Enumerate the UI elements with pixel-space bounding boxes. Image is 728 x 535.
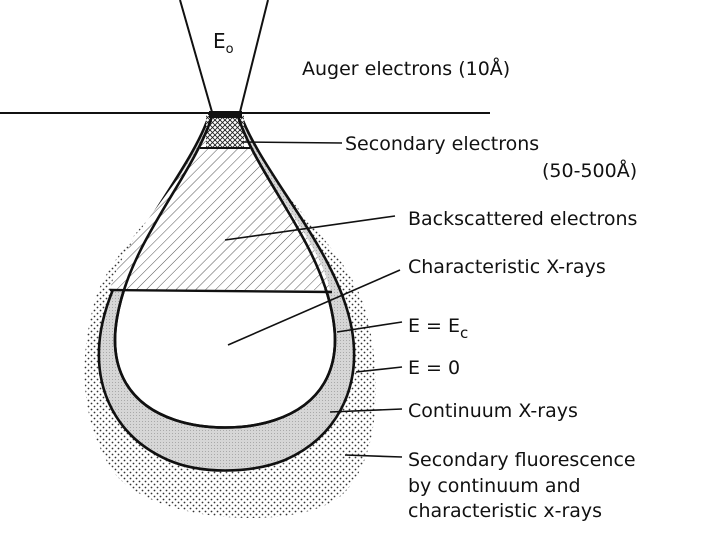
leader-backscattered-electrons [224, 215, 396, 241]
leader-secondary-fluorescence [344, 454, 403, 458]
beam-edge-left [179, 0, 213, 113]
backscatter-boundary-line [109, 288, 333, 294]
auger-escape-layer [209, 111, 242, 118]
inner-volume-outline [113, 112, 337, 429]
label-secondary-electrons: Secondary electrons [345, 133, 539, 155]
label-continuum-xrays: Continuum X-rays [408, 400, 578, 422]
leader-e-equals-ec [336, 321, 403, 333]
label-secondary-depth: (50-500Å) [542, 159, 637, 182]
label-characteristic-xrays: Characteristic X-rays [408, 256, 606, 278]
beam-energy-label: Eo [213, 29, 234, 57]
secondary-electron-region [206, 115, 244, 148]
beam-edge-right [239, 0, 269, 113]
label-e-equals-zero: E = 0 [408, 357, 460, 379]
label-e-equals-ec: E = Ec [408, 315, 468, 342]
label-secondary-fluorescence-3: characteristic x-rays [408, 500, 602, 522]
leader-e-equals-zero [355, 366, 403, 373]
label-backscattered-electrons: Backscattered electrons [408, 208, 637, 230]
leader-continuum-xrays [329, 408, 403, 413]
label-secondary-fluorescence-2: by continuum and [408, 475, 581, 497]
leader-characteristic-xrays [227, 269, 401, 346]
backscattered-electron-region [110, 113, 330, 290]
label-auger-electrons: Auger electrons (10Å) [302, 57, 510, 80]
leader-secondary-electrons [241, 141, 343, 144]
label-secondary-fluorescence-1: Secondary fluorescence [408, 449, 636, 471]
